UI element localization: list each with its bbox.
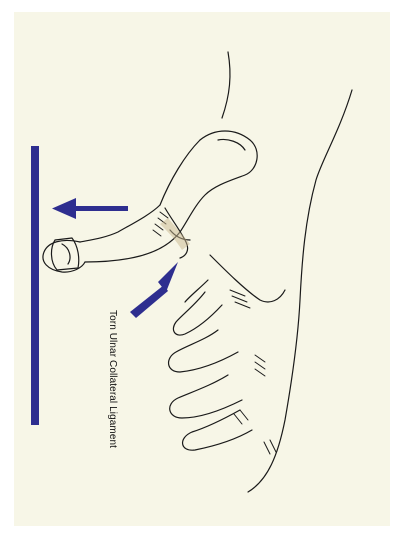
finger-2 [169, 330, 238, 372]
ligament-label: Torn Ulnar Collateral Ligament [107, 310, 118, 448]
finger-3 [170, 375, 242, 418]
forearm-outline [248, 90, 352, 492]
palm-edge [210, 255, 285, 302]
thumb-metacarpal [180, 131, 257, 232]
finger-1 [173, 292, 222, 335]
pointer-arrow-icon [130, 262, 178, 318]
direction-arrow-icon [52, 198, 128, 219]
finger-4 [183, 410, 252, 450]
reference-bar [31, 146, 39, 425]
wrist-outline [222, 52, 230, 118]
thumbnail [51, 238, 78, 270]
